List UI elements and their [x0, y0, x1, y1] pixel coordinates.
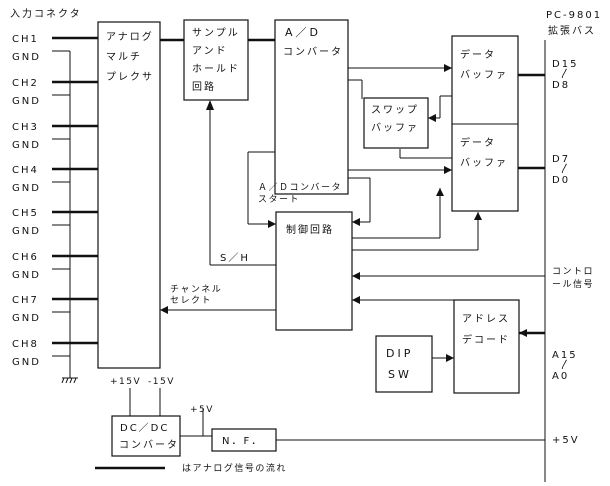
dcdc-line2: コンバータ — [119, 439, 179, 451]
channel-select-arrow — [160, 306, 168, 314]
swap-buffer: スワップ バッファ — [363, 97, 429, 149]
mux-line3: プレクサ — [106, 71, 154, 83]
bus-d0-label: D0 — [552, 175, 570, 186]
bus-title-line2: 拡張バス — [548, 24, 596, 37]
ground-symbol — [61, 377, 78, 384]
channel-select-label: チャンネル セレクト — [170, 284, 222, 306]
ch6-label: CH6 — [12, 252, 39, 263]
minus15-label: -15V — [148, 377, 175, 387]
legend-text: はアナログ信号の流れ — [182, 462, 287, 474]
decoder-arrow — [352, 296, 360, 304]
input-connector-label: 入力コネクタ — [10, 7, 82, 20]
sh-label: S／H — [220, 252, 250, 264]
dip-line1: DIP — [386, 347, 413, 360]
data-buffer-column: データ バッファ データ バッファ — [451, 35, 519, 212]
sh-line1: サンプル — [192, 27, 240, 39]
upper-buffer-line1: データ — [460, 48, 496, 61]
ad-start-label: Ａ／Ｄコンバータ スタート — [258, 182, 342, 205]
dcdc-line1: DC／DC — [120, 422, 169, 434]
channel-select-line2: セレクト — [170, 295, 212, 306]
bus-a15-label: A15 — [552, 350, 578, 361]
bus-title-line1: PC-9801 — [546, 10, 602, 21]
decoder-line1: アドレス — [462, 314, 510, 325]
nf-label: N．F． — [222, 436, 263, 447]
dip-switch: DIP SW — [375, 335, 433, 393]
lower-buffer-line1: データ — [460, 136, 496, 149]
channel-inputs — [52, 36, 98, 384]
ad-start-arrow — [268, 220, 276, 228]
bus-power-label: +5V — [552, 435, 580, 446]
arrowheads — [160, 64, 527, 362]
gnd5-label: GND — [12, 226, 41, 237]
bus-d7-tilde: 〳 — [560, 163, 572, 175]
analog-multiplexer: アナログ マルチ プレクサ — [97, 21, 161, 369]
gnd6-label: GND — [12, 270, 41, 281]
noise-filter: N．F． — [211, 428, 277, 452]
sh-line4: 回路 — [192, 80, 216, 93]
bus-d15-tilde: 〳 — [560, 68, 572, 80]
bus-a0-label: A0 — [552, 371, 569, 382]
gnd1-label: GND — [12, 52, 41, 63]
bus-control-line2: ール信号 — [552, 278, 594, 290]
address-decoder: アドレス デコード — [453, 299, 520, 394]
sh-line2: アンド — [192, 46, 228, 57]
gnd2-label: GND — [12, 96, 41, 107]
swap-line1: スワップ — [371, 104, 419, 116]
dcdc-converter: DC／DC コンバータ — [111, 415, 181, 457]
ch5-label: CH5 — [12, 208, 39, 219]
ad-start-line1: Ａ／Ｄコンバータ — [258, 182, 342, 193]
dip-arrow — [446, 354, 454, 362]
ch1-label: CH1 — [12, 34, 39, 45]
decoder-line2: デコード — [462, 333, 510, 346]
sh-control-arrow — [206, 100, 214, 110]
mux-line2: マルチ — [106, 51, 142, 63]
sample-hold-circuit: サンプル アンド ホールド 回路 — [183, 19, 249, 101]
ch3-label: CH3 — [12, 122, 39, 133]
dip-line2: SW — [388, 368, 412, 381]
channel-labels: CH1 GND CH2 GND CH3 GND CH4 GND CH5 GND … — [12, 34, 41, 368]
ch7-label: CH7 — [12, 295, 39, 306]
lower-buffer-line2: バッファ — [460, 157, 508, 169]
bus-d8-label: D8 — [552, 80, 570, 91]
control-circuit: 制御回路 — [275, 211, 353, 331]
ad-converter: A／D コンバータ — [274, 19, 349, 195]
ad-start-line2: スタート — [258, 194, 300, 205]
bus-a15-tilde: 〳 — [560, 359, 572, 371]
adc-line1: A／D — [285, 26, 321, 39]
gnd7-label: GND — [12, 313, 41, 324]
ch8-label: CH8 — [12, 339, 39, 350]
plus5-label: +5V — [190, 405, 214, 415]
gnd3-label: GND — [12, 140, 41, 151]
control-signal-arrow — [352, 272, 360, 280]
upper-buffer-line2: バッファ — [460, 69, 508, 81]
bus-d7-label: D7 — [552, 154, 570, 165]
control-label: 制御回路 — [286, 223, 334, 236]
expansion-bus: PC-9801 拡張バス D15 〳 D8 D7 〳 D0 コントロ ール信号 … — [544, 10, 602, 482]
sh-line3: ホールド — [192, 63, 240, 75]
gnd8-label: GND — [12, 357, 41, 368]
plus15-label: +15V — [110, 377, 141, 387]
adc-line2: コンバータ — [283, 46, 343, 58]
ch4-label: CH4 — [12, 165, 39, 176]
swap-line2: バッファ — [371, 122, 419, 134]
bus-control-line1: コントロ — [552, 267, 594, 277]
mux-line1: アナログ — [106, 30, 154, 43]
channel-select-line1: チャンネル — [170, 284, 222, 295]
bus-d15-label: D15 — [552, 59, 578, 70]
ch2-label: CH2 — [12, 78, 39, 89]
gnd4-label: GND — [12, 183, 41, 194]
